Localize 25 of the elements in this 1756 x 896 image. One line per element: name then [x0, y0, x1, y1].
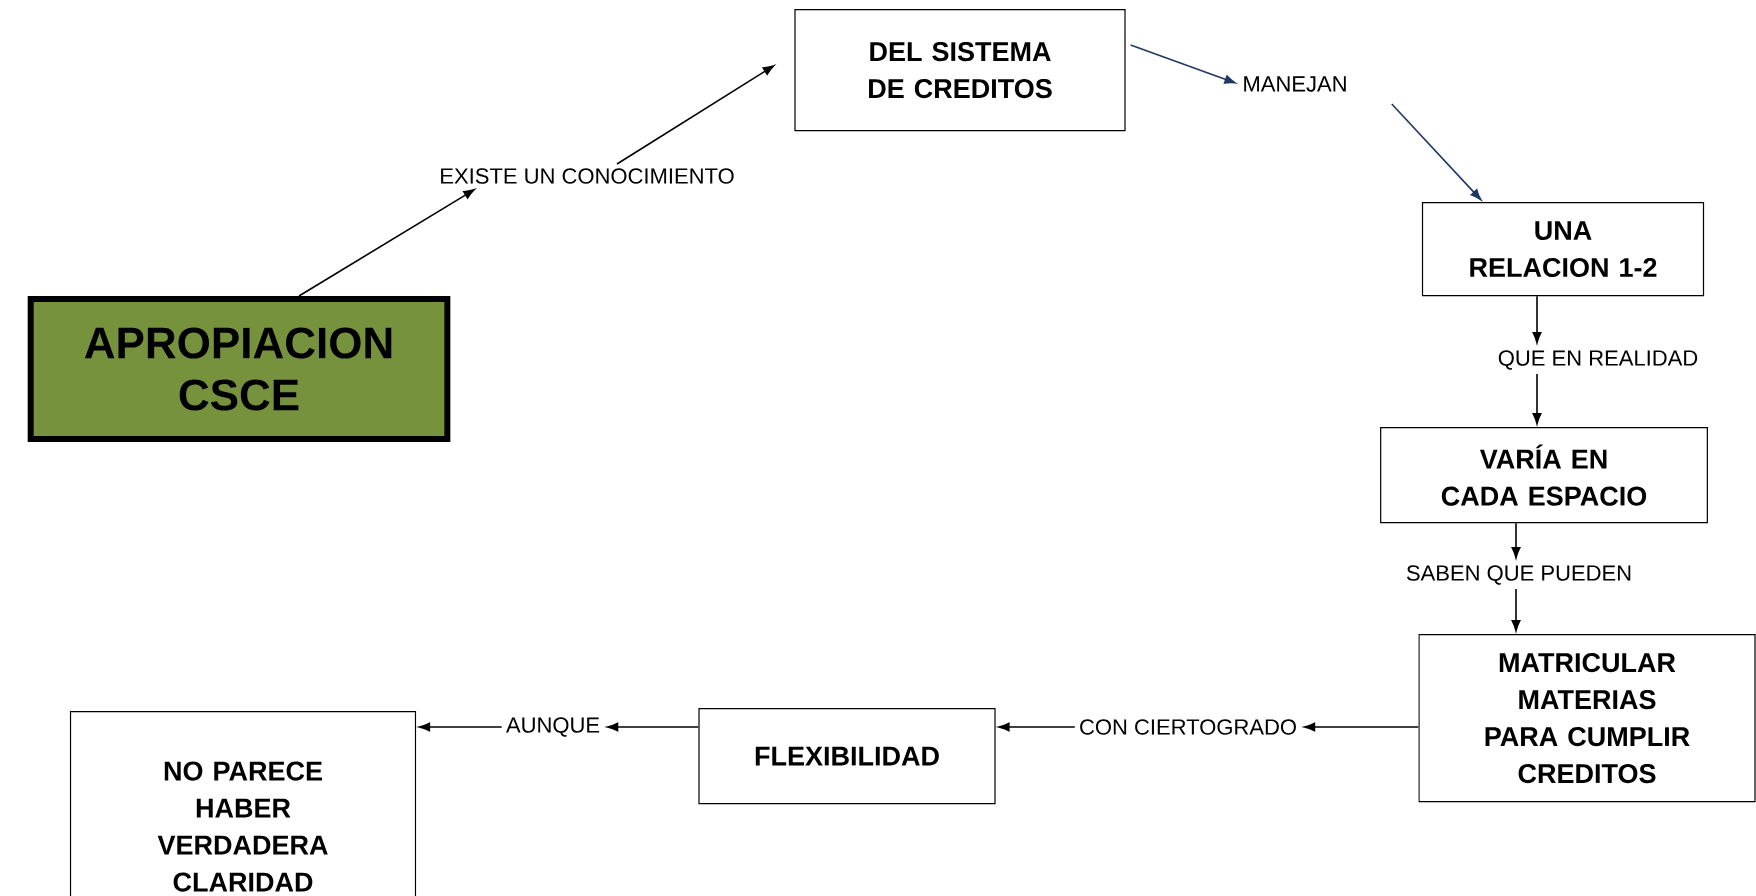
arrow — [298, 189, 475, 297]
linking-word: AUNQUE — [506, 717, 600, 737]
linking-word: EXISTE UN CONOCIMIENTO — [441, 168, 734, 184]
arrow — [1511, 588, 1521, 632]
arrow — [1129, 44, 1236, 84]
concept-box: VARÍA EN CADA ESPACIO — [1380, 427, 1708, 524]
arrow — [1390, 103, 1482, 201]
arrow — [1532, 373, 1542, 425]
linking-word: MANEJAN — [1244, 76, 1346, 92]
linking-word: SABEN QUE PUEDEN — [1406, 565, 1631, 585]
concept-box: UNA RELACION 1-2 — [1421, 202, 1705, 297]
linking-word: CON CIERTOGRADO — [1080, 719, 1296, 735]
arrow — [998, 722, 1076, 732]
concept-box: NO PARECE HABER VERDADERA CLARIDAD — [69, 711, 417, 896]
linking-word: QUE EN REALIDAD — [1498, 350, 1698, 370]
concept-box: DEL SISTEMA DE CREDITOS — [794, 9, 1126, 132]
concept-box: MATRICULAR MATERIAS PARA CUMPLIR CREDITOS — [1418, 634, 1756, 803]
arrow — [418, 722, 503, 732]
arrow — [1511, 522, 1521, 559]
arrow — [616, 65, 775, 165]
arrow — [606, 722, 700, 732]
main-concept-box: APROPIACION CSCE — [27, 296, 451, 442]
concept-box: FLEXIBILIDAD — [698, 708, 996, 805]
arrow — [1532, 295, 1542, 344]
arrow — [1303, 722, 1420, 732]
